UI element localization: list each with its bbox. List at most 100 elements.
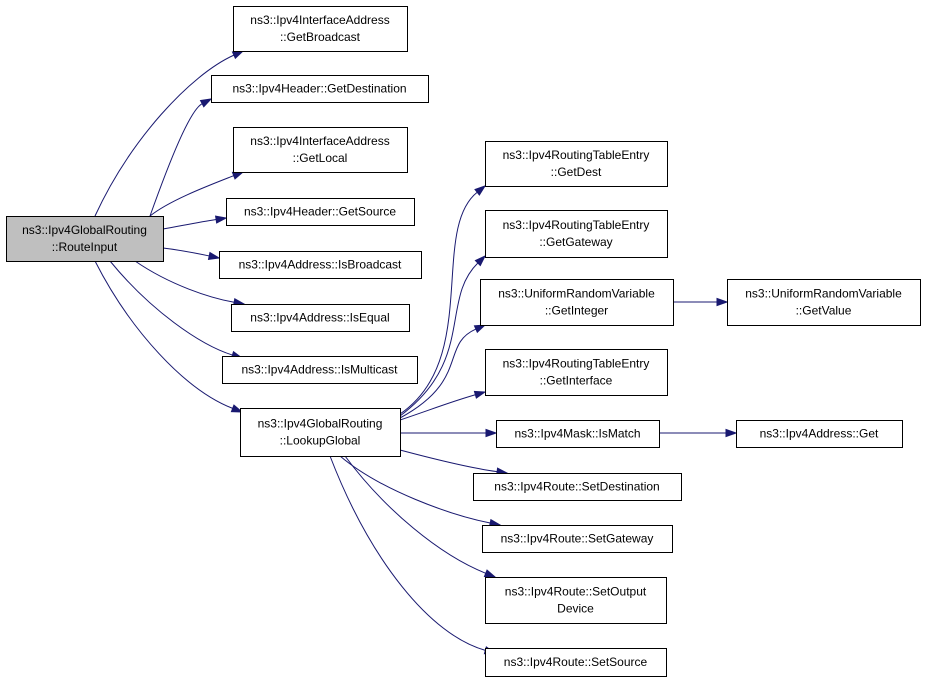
arrowhead-icon bbox=[483, 569, 497, 578]
edge-line bbox=[162, 219, 217, 230]
node-label: ns3::Ipv4RoutingTableEntry bbox=[503, 148, 650, 162]
node-label: ns3::Ipv4Header::GetDestination bbox=[232, 82, 406, 96]
node-addr-get[interactable]: ns3::Ipv4Address::Get bbox=[736, 420, 903, 448]
node-get-interface[interactable]: ns3::Ipv4RoutingTableEntry::GetInterface bbox=[485, 349, 668, 396]
arrowhead-icon bbox=[474, 254, 487, 267]
node-label: ns3::UniformRandomVariable bbox=[498, 287, 655, 301]
edge-lookup_global-to-get_gateway bbox=[399, 254, 487, 417]
call-graph-nodes: ns3::Ipv4GlobalRouting::RouteInputns3::I… bbox=[6, 6, 921, 677]
node-label: ns3::Ipv4Address::IsMulticast bbox=[241, 363, 398, 377]
node-label: ::GetLocal bbox=[293, 151, 348, 165]
edge-line bbox=[399, 449, 498, 473]
edge-lookup_global-to-get_interface bbox=[399, 390, 487, 421]
node-get-gateway[interactable]: ns3::Ipv4RoutingTableEntry::GetGateway bbox=[485, 210, 668, 258]
node-box bbox=[222, 356, 418, 384]
edge-lookup_global-to-get_dest bbox=[399, 185, 487, 415]
node-route-input[interactable]: ns3::Ipv4GlobalRouting::RouteInput bbox=[6, 216, 164, 262]
node-box bbox=[496, 420, 660, 448]
edge-line bbox=[134, 260, 235, 303]
node-box bbox=[485, 141, 668, 187]
arrowhead-icon bbox=[473, 324, 487, 334]
edge-line bbox=[94, 260, 233, 409]
arrowhead-icon bbox=[231, 50, 245, 60]
node-label: ns3::Ipv4Mask::IsMatch bbox=[514, 427, 640, 441]
node-set-destination[interactable]: ns3::Ipv4Route::SetDestination bbox=[473, 473, 682, 501]
node-label: ns3::Ipv4RoutingTableEntry bbox=[503, 357, 650, 371]
call-graph-edges bbox=[94, 50, 738, 655]
node-label: ns3::Ipv4GlobalRouting bbox=[258, 417, 383, 431]
node-box bbox=[6, 216, 164, 262]
node-box bbox=[727, 279, 921, 326]
node-label: ns3::Ipv4Route::SetSource bbox=[504, 655, 648, 669]
edge-line bbox=[329, 455, 486, 651]
edge-line bbox=[399, 328, 477, 419]
edge-lookup_global-to-set_source bbox=[329, 455, 497, 655]
node-box bbox=[480, 279, 674, 326]
node-box bbox=[211, 75, 429, 103]
edge-lookup_global-to-is_match bbox=[399, 428, 498, 438]
node-get-source[interactable]: ns3::Ipv4Header::GetSource bbox=[226, 198, 415, 226]
edge-line bbox=[399, 394, 476, 421]
edge-line bbox=[399, 262, 479, 417]
arrowhead-icon bbox=[474, 185, 487, 196]
edge-route_input-to-get_source bbox=[162, 215, 228, 230]
node-get-destination[interactable]: ns3::Ipv4Header::GetDestination bbox=[211, 75, 429, 103]
node-is-multicast[interactable]: ns3::Ipv4Address::IsMulticast bbox=[222, 356, 418, 384]
node-box bbox=[226, 198, 415, 226]
node-set-source[interactable]: ns3::Ipv4Route::SetSource bbox=[485, 648, 667, 677]
edge-get_integer-to-get_value bbox=[673, 297, 729, 307]
node-label: ns3::Ipv4Address::Get bbox=[760, 427, 879, 441]
node-get-broadcast[interactable]: ns3::Ipv4InterfaceAddress::GetBroadcast bbox=[233, 6, 408, 52]
node-box bbox=[219, 251, 422, 279]
node-set-gateway[interactable]: ns3::Ipv4Route::SetGateway bbox=[482, 525, 673, 553]
node-is-broadcast[interactable]: ns3::Ipv4Address::IsBroadcast bbox=[219, 251, 422, 279]
node-get-local[interactable]: ns3::Ipv4InterfaceAddress::GetLocal bbox=[233, 127, 408, 173]
node-get-integer[interactable]: ns3::UniformRandomVariable::GetInteger bbox=[480, 279, 674, 326]
arrowhead-icon bbox=[485, 428, 498, 438]
edge-lookup_global-to-set_output_device bbox=[344, 455, 497, 578]
edge-line bbox=[149, 103, 203, 217]
node-label: ::GetGateway bbox=[539, 235, 612, 249]
node-label: ns3::Ipv4InterfaceAddress bbox=[250, 13, 389, 27]
node-label: ns3::Ipv4Route::SetOutput bbox=[505, 585, 647, 599]
node-label: ns3::Ipv4RoutingTableEntry bbox=[503, 218, 650, 232]
node-label: ns3::Ipv4Route::SetDestination bbox=[494, 480, 659, 494]
node-box bbox=[485, 577, 667, 624]
node-label: ::RouteInput bbox=[52, 240, 118, 254]
arrowhead-icon bbox=[207, 251, 221, 260]
node-label: ns3::UniformRandomVariable bbox=[745, 287, 902, 301]
edge-line bbox=[162, 247, 210, 257]
arrowhead-icon bbox=[199, 98, 213, 108]
edge-is_match-to-addr_get bbox=[658, 428, 738, 438]
node-box bbox=[231, 304, 410, 332]
edge-line bbox=[344, 455, 486, 574]
node-box bbox=[233, 6, 408, 52]
node-get-dest[interactable]: ns3::Ipv4RoutingTableEntry::GetDest bbox=[485, 141, 668, 187]
edge-line bbox=[149, 175, 234, 217]
arrowhead-icon bbox=[231, 171, 245, 180]
edge-lookup_global-to-get_integer bbox=[399, 324, 487, 419]
node-label: ns3::Ipv4Address::IsBroadcast bbox=[239, 258, 402, 272]
edge-route_input-to-get_destination bbox=[149, 98, 213, 217]
node-label: Device bbox=[557, 602, 594, 616]
arrowhead-icon bbox=[716, 297, 729, 307]
node-is-match[interactable]: ns3::Ipv4Mask::IsMatch bbox=[496, 420, 660, 448]
node-box bbox=[473, 473, 682, 501]
node-label: ::GetDest bbox=[551, 165, 602, 179]
edge-line bbox=[399, 191, 478, 415]
node-box bbox=[485, 648, 667, 677]
edge-lookup_global-to-set_destination bbox=[399, 449, 509, 476]
node-is-equal[interactable]: ns3::Ipv4Address::IsEqual bbox=[231, 304, 410, 332]
edge-route_input-to-is_broadcast bbox=[162, 247, 221, 260]
node-box bbox=[240, 408, 401, 457]
node-label: ns3::Ipv4InterfaceAddress bbox=[250, 134, 389, 148]
edge-route_input-to-is_equal bbox=[134, 260, 246, 307]
node-get-value[interactable]: ns3::UniformRandomVariable::GetValue bbox=[727, 279, 921, 326]
node-label: ::LookupGlobal bbox=[280, 434, 361, 448]
arrowhead-icon bbox=[214, 215, 228, 224]
node-lookup-global[interactable]: ns3::Ipv4GlobalRouting::LookupGlobal bbox=[240, 408, 401, 457]
node-box bbox=[482, 525, 673, 553]
node-label: ns3::Ipv4Address::IsEqual bbox=[250, 311, 389, 325]
